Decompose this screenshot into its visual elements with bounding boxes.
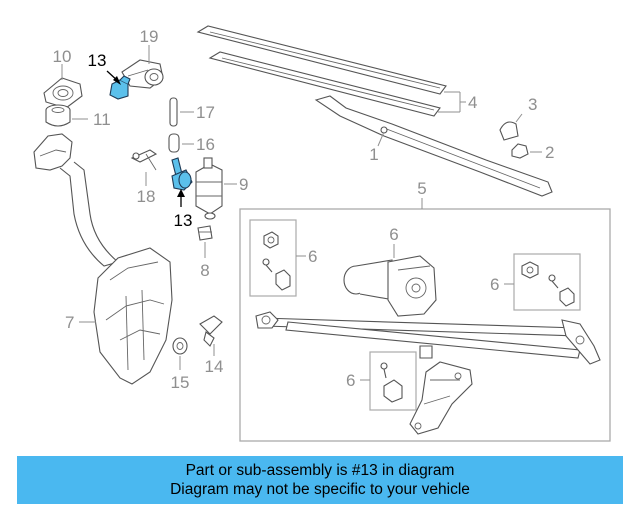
banner-line-1: Part or sub-assembly is #13 in diagram <box>185 462 455 479</box>
callout-4: 4 <box>468 93 477 112</box>
linkage-rods[interactable] <box>255 311 601 365</box>
part-18-clip[interactable] <box>130 149 158 171</box>
callout-14: 14 <box>205 357 224 376</box>
banner-line-2: Diagram may not be specific to your vehi… <box>170 481 470 498</box>
callout-17: 17 <box>196 103 215 122</box>
callout-9: 10 <box>53 47 72 66</box>
callout-11: 9 <box>239 175 248 194</box>
part-15-grommet[interactable] <box>172 337 188 355</box>
part-6-hardware-left[interactable] <box>262 231 291 291</box>
callout-5: 5 <box>417 179 426 198</box>
callout-6-right: 6 <box>490 275 499 294</box>
part-19-nozzle[interactable] <box>121 59 164 89</box>
part-3-cap[interactable] <box>499 121 519 141</box>
part-4-wiper-blades[interactable] <box>196 25 447 117</box>
callout-8: 7 <box>65 313 74 332</box>
callout-6-left: 6 <box>308 247 317 266</box>
callout-12: 8 <box>200 261 209 280</box>
part-17-pipe[interactable] <box>169 97 178 127</box>
callout-2: 2 <box>545 143 554 162</box>
callout-7: 6 <box>389 225 398 244</box>
callout-1: 1 <box>369 145 378 164</box>
parts-diagram: 19 10 13 11 17 16 18 9 13 8 7 14 15 3 4 … <box>33 25 611 442</box>
part-7-wiper-motor[interactable] <box>343 255 437 317</box>
callout-10: 11 <box>93 110 111 129</box>
part-6-hardware-bottom[interactable] <box>380 362 403 403</box>
linkage-bracket[interactable] <box>409 361 473 435</box>
callout-19: 19 <box>140 27 159 46</box>
part-12-seal[interactable] <box>197 225 213 241</box>
callout-13-lower: 13 <box>174 211 193 230</box>
part-13-highlighted-top[interactable] <box>109 75 131 100</box>
part-14-connector[interactable] <box>199 315 223 347</box>
callout-16: 16 <box>196 135 215 154</box>
part-6-subframe-left <box>249 219 297 297</box>
part-8-reservoir[interactable] <box>33 133 173 385</box>
callout-15: 15 <box>171 373 190 392</box>
part-1-wiper-arm[interactable] <box>314 95 553 197</box>
part-6-subframe-right <box>513 253 581 311</box>
part-11-pump[interactable] <box>195 157 223 220</box>
callout-3: 3 <box>528 95 537 114</box>
part-6-hardware-right[interactable] <box>521 261 575 307</box>
part-16-joint[interactable] <box>168 133 180 153</box>
callout-6-bottom: 6 <box>346 371 355 390</box>
part-10-cap[interactable] <box>45 104 71 127</box>
part-9-grommet[interactable] <box>43 77 83 109</box>
part-5-linkage-frame <box>239 208 611 442</box>
part-6-subframe-bottom <box>369 351 417 411</box>
info-banner: Part or sub-assembly is #13 in diagram D… <box>17 456 623 504</box>
part-13-highlighted-lower[interactable] <box>171 157 193 191</box>
callout-13-top: 13 <box>88 51 107 70</box>
callout-18: 18 <box>137 187 156 206</box>
part-2-nut[interactable] <box>511 143 529 159</box>
